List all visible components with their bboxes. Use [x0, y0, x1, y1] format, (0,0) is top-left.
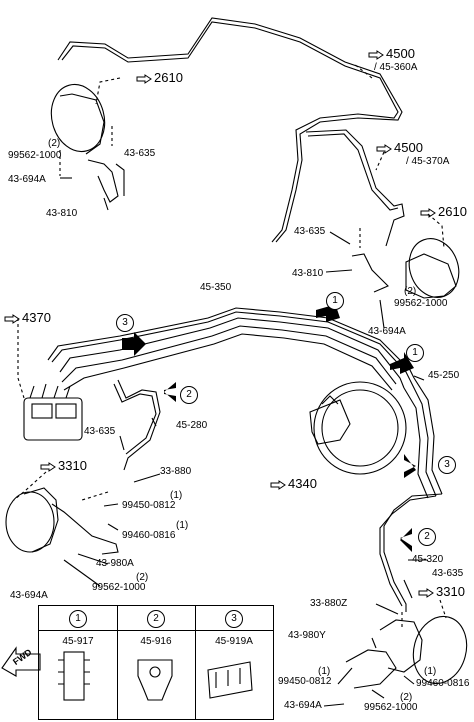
label-99450-b: 99450-0812: [278, 676, 332, 687]
label-43-810-b: 43-810: [292, 268, 324, 279]
ref-4500-mid[interactable]: 4500: [376, 140, 423, 155]
ref-3310-left[interactable]: 3310: [40, 458, 87, 473]
label-qty-h: (2): [400, 692, 413, 703]
abs-hcu-unit: [23, 397, 83, 441]
label-43-635-c: 43-635: [84, 426, 116, 437]
label-43-635-b: 43-635: [294, 226, 326, 237]
legend-col-3: 3 45-919A: [195, 606, 273, 719]
ref-4500-mid-sub: / 45-370A: [406, 156, 450, 167]
brake-shield-left: [50, 83, 106, 153]
label-43-980y: 43-980Y: [288, 630, 326, 641]
ref-4370[interactable]: 4370: [4, 310, 51, 325]
arrow-2-left: [164, 382, 176, 402]
brake-pipe-45-350: [47, 307, 415, 379]
legend-num-1: 1: [69, 610, 87, 628]
ref-3310-right[interactable]: 3310: [418, 584, 465, 599]
label-45-350: 45-350: [200, 282, 232, 293]
brake-booster: [313, 381, 407, 475]
label-43-635-d: 43-635: [432, 568, 464, 579]
label-99562-c: 99562-1000: [92, 582, 146, 593]
label-99450-a: 99450-0812: [122, 500, 176, 511]
pointing-hand-icon: [4, 313, 20, 324]
ref-2610-left[interactable]: 2610: [136, 70, 183, 85]
ref-4340[interactable]: 4340: [270, 476, 317, 491]
label-33-880z: 33-880Z: [310, 598, 348, 609]
brake-pipe-45-370a: [305, 129, 405, 247]
legend-num-3: 3: [225, 610, 243, 628]
pointing-hand-icon: [136, 73, 152, 84]
label-43-694a-b: 43-694A: [368, 326, 406, 337]
label-qty-f: (1): [318, 666, 331, 677]
brake-shield-lower-left: [5, 491, 55, 553]
label-99562-a: 99562-1000: [8, 150, 62, 161]
label-43-694a-c: 43-694A: [10, 590, 48, 601]
legend-part-3: 45-919A: [215, 636, 253, 647]
pointing-hand-icon: [40, 461, 56, 472]
arrow-3-right: [404, 454, 416, 478]
legend-col-2: 2 45-916: [117, 606, 196, 719]
callout-3-left: 3: [116, 314, 134, 332]
label-33-880: 33-880: [160, 466, 192, 477]
callout-2-right: 2: [418, 528, 436, 546]
clip-legend-table: 1 45-917 2 45-916 3 45-919A: [38, 605, 274, 720]
label-43-694a-d: 43-694A: [284, 700, 322, 711]
label-45-280: 45-280: [176, 420, 208, 431]
brake-pipe-45-320: [383, 493, 443, 612]
arrow-1-right: [390, 352, 414, 374]
pointing-hand-icon: [418, 587, 434, 598]
label-43-980a: 43-980A: [96, 558, 134, 569]
label-43-635-a: 43-635: [124, 148, 156, 159]
label-99562-d: 99562-1000: [364, 702, 418, 713]
pointing-hand-icon: [270, 479, 286, 490]
arrow-3-left: [122, 332, 146, 356]
label-qty-g: (1): [424, 666, 437, 677]
label-99562-b: 99562-1000: [394, 298, 448, 309]
label-99460-a: 99460-0816: [122, 530, 176, 541]
label-43-810-a: 43-810: [46, 208, 78, 219]
fwd-arrow-outline: [1, 646, 41, 677]
ref-4500-top-sub: / 45-360A: [374, 62, 418, 73]
label-45-320: 45-320: [412, 554, 444, 565]
label-45-250: 45-250: [428, 370, 460, 381]
brake-pipe-45-360a: [57, 17, 403, 243]
clip-45-916-icon: [137, 659, 173, 701]
callout-1-upper: 1: [326, 292, 344, 310]
label-qty-c: (1): [170, 490, 183, 501]
ref-4500-top[interactable]: 4500: [368, 46, 415, 61]
brake-pipe-45-250: [413, 377, 443, 495]
arrow-2-right: [400, 528, 412, 552]
legend-part-1: 45-917: [62, 636, 94, 647]
label-qty-a: (2): [48, 138, 61, 149]
label-43-694a-a: 43-694A: [8, 174, 46, 185]
pointing-hand-icon: [420, 207, 436, 218]
label-99460-b: 99460-0816: [416, 678, 470, 689]
brake-pipe-45-280: [117, 379, 161, 471]
pointing-hand-icon: [368, 49, 384, 60]
callout-3-right: 3: [438, 456, 456, 474]
ref-2610-right[interactable]: 2610: [420, 204, 467, 219]
legend-col-1: 1 45-917: [39, 606, 118, 719]
brake-shield-lower-right: [412, 615, 468, 685]
legend-part-2: 45-916: [140, 636, 172, 647]
label-qty-e: (2): [136, 572, 149, 583]
legend-num-2: 2: [147, 610, 165, 628]
callout-2-left: 2: [180, 386, 198, 404]
label-qty-b: (2): [404, 286, 417, 297]
pointing-hand-icon: [376, 143, 392, 154]
clip-45-917-icon: [58, 651, 90, 701]
label-qty-d: (1): [176, 520, 189, 531]
callout-1-right: 1: [406, 344, 424, 362]
clip-45-919a-icon: [207, 661, 253, 699]
